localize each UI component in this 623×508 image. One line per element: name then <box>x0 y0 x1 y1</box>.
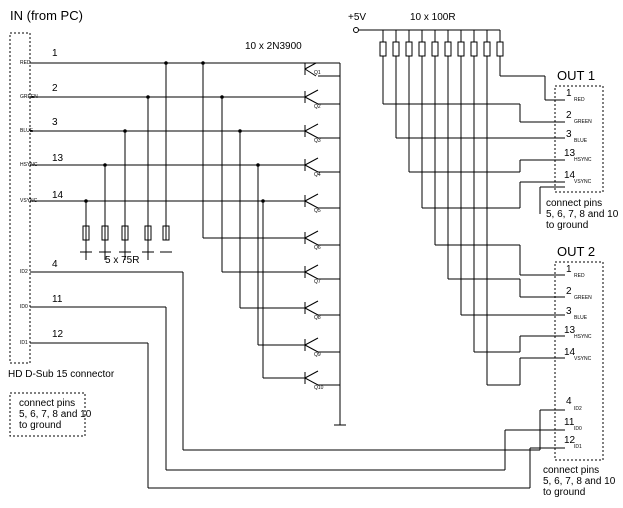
out2-pin-blue-num: 3 <box>566 306 572 317</box>
out1-title: OUT 1 <box>557 68 595 83</box>
transistor-q9: Q9 <box>300 337 321 358</box>
in-pin-id2-label: ID2 <box>20 269 28 275</box>
terminations-label: 5 x 75R <box>105 255 139 266</box>
supply-label: +5V <box>348 12 366 23</box>
in-pin-blue-label: BLUE <box>20 128 34 134</box>
termination-resistors <box>80 225 172 253</box>
q1-tag: Q1 <box>314 70 321 76</box>
out2-pin-id0-num: 11 <box>564 417 575 428</box>
q9-tag: Q9 <box>314 352 321 358</box>
in-pin-id1-num: 12 <box>52 329 64 340</box>
in-pin-vsync-label: VSYNC <box>20 198 38 204</box>
in-pin-red-num: 1 <box>52 48 58 59</box>
out1-pin-hsync-label: HSYNC <box>574 157 592 163</box>
input-connector-box <box>9 32 31 364</box>
q4-tag: Q4 <box>314 172 321 178</box>
input-note-line-3: to ground <box>19 420 61 431</box>
input-title: IN (from PC) <box>10 8 83 23</box>
out2-pin-red-label: RED <box>574 273 585 279</box>
out1-pin-green-label: GREEN <box>574 119 592 125</box>
in-pin-blue-num: 3 <box>52 117 58 128</box>
out2-pin-id1-num: 12 <box>564 435 576 446</box>
in-pin-green-num: 2 <box>52 83 58 94</box>
transistor-q5: Q5 <box>300 193 321 214</box>
out2-note-line-2: 5, 6, 7, 8 and 10 <box>543 476 616 487</box>
out2-pins: 1 RED 2 GREEN 3 BLUE 13 HSYNC 14 VSYNC 4… <box>564 264 592 450</box>
out1-note-line-2: 5, 6, 7, 8 and 10 <box>546 209 619 220</box>
transistor-q4: Q4 <box>300 157 321 178</box>
transistor-q8: Q8 <box>300 300 321 321</box>
transistor-q7: Q7 <box>300 264 321 285</box>
q8-tag: Q8 <box>314 315 321 321</box>
out2-pin-hsync-num: 13 <box>564 325 576 336</box>
out1-pin-hsync-num: 13 <box>564 148 576 159</box>
out2-pin-vsync-num: 14 <box>564 347 576 358</box>
out1-note-line-3: to ground <box>546 220 588 231</box>
transistor-q10: Q10 <box>300 370 324 391</box>
input-connector-label: HD D-Sub 15 connector <box>8 369 115 380</box>
out2-pin-hsync-label: HSYNC <box>574 334 592 340</box>
out2-pin-id2-label: ID2 <box>574 406 582 412</box>
out2-title: OUT 2 <box>557 244 595 259</box>
out1-note-line-1: connect pins <box>546 198 602 209</box>
out2-note-line-3: to ground <box>543 487 585 498</box>
input-note-line-1: connect pins <box>19 398 75 409</box>
out2-pin-green-num: 2 <box>566 286 572 297</box>
out1-connector-box <box>554 85 604 193</box>
out2-pin-id0-label: ID0 <box>574 426 582 432</box>
out2-pin-vsync-label: VSYNC <box>574 356 592 362</box>
q7-tag: Q7 <box>314 279 321 285</box>
transistor-array: Q1 Q2 Q3 Q4 Q5 Q6 Q7 Q8 Q9 Q10 <box>300 62 346 426</box>
id-passthrough-wires <box>147 272 565 489</box>
in-pin-hsync-label: HSYNC <box>20 162 38 168</box>
q2-tag: Q2 <box>314 104 321 110</box>
out2-pin-id2-num: 4 <box>566 396 572 407</box>
out1-pin-vsync-num: 14 <box>564 170 576 181</box>
out2-pin-green-label: GREEN <box>574 295 592 301</box>
in-pin-hsync-num: 13 <box>52 153 64 164</box>
q3-tag: Q3 <box>314 138 321 144</box>
transistor-q1: Q1 <box>304 62 321 77</box>
transistor-q3: Q3 <box>300 123 321 144</box>
transistor-q6: Q6 <box>300 230 321 251</box>
out1-pin-blue-num: 3 <box>566 129 572 140</box>
input-note-line-2: 5, 6, 7, 8 and 10 <box>19 409 92 420</box>
q6-tag: Q6 <box>314 245 321 251</box>
out1-pin-red-num: 1 <box>566 88 572 99</box>
input-bus-drops <box>84 61 300 379</box>
out2-connector-box <box>554 261 604 461</box>
pullup-resistors <box>353 27 565 386</box>
q10-tag: Q10 <box>314 385 324 391</box>
pullups-label: 10 x 100R <box>410 12 456 23</box>
out1-pins: 1 RED 2 GREEN 3 BLUE 13 HSYNC 14 VSYNC <box>564 88 592 185</box>
in-pin-vsync-num: 14 <box>52 190 64 201</box>
out1-pin-red-label: RED <box>574 97 585 103</box>
out1-pin-blue-label: BLUE <box>574 138 588 144</box>
out1-pin-vsync-label: VSYNC <box>574 179 592 185</box>
out2-pin-blue-label: BLUE <box>574 315 588 321</box>
in-pin-green-label: GREEN <box>20 94 38 100</box>
out2-note-line-1: connect pins <box>543 465 599 476</box>
input-pin-labels: RED 1 GREEN 2 BLUE 3 HSYNC 13 VSYNC 14 I… <box>20 48 64 346</box>
q5-tag: Q5 <box>314 208 321 214</box>
out1-pin-green-num: 2 <box>566 110 572 121</box>
in-pin-id1-label: ID1 <box>20 340 28 346</box>
in-pin-id0-label: ID0 <box>20 304 28 310</box>
out2-pin-id1-label: ID1 <box>574 444 582 450</box>
in-pin-id2-num: 4 <box>52 259 58 270</box>
in-pin-id0-num: 11 <box>52 294 63 305</box>
transistors-label: 10 x 2N3900 <box>245 41 302 52</box>
out2-pin-red-num: 1 <box>566 264 572 275</box>
transistor-q2: Q2 <box>300 89 321 110</box>
input-note-box <box>9 392 86 437</box>
input-signal-wires <box>30 62 340 344</box>
in-pin-red-label: RED <box>20 60 31 66</box>
